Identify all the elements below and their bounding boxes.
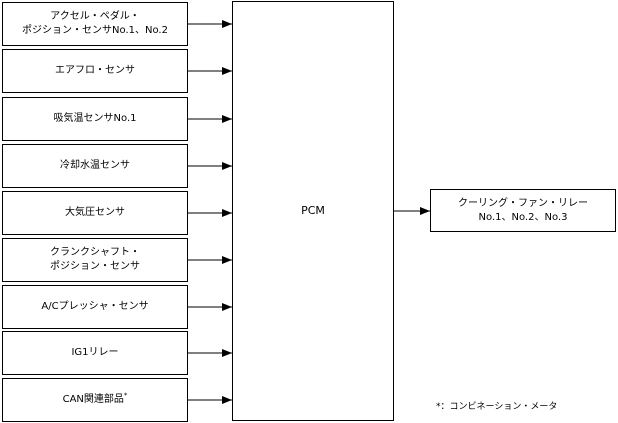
input-box-airflow-sensor: エアフロ・センサ [2,49,188,93]
pcm-box: PCM [232,1,394,421]
input-label-can-parts: CAN関連部品* [62,391,128,407]
input-label-ac-pressure-sensor: A/Cプレッシャ・センサ [41,301,149,312]
pcm-label: PCM [301,204,325,217]
can-parts-text: CAN関連部品 [62,394,124,405]
input-box-crankshaft-sensor: クランクシャフト・ ポジション・センサ [2,238,188,282]
output-box-cooling-fan-relay: クーリング・ファン・リレー No.1、No.2、No.3 [430,189,616,232]
input-label-barometric-sensor: 大気圧センサ [65,207,125,218]
output-label-cooling-fan-relay: クーリング・ファン・リレー No.1、No.2、No.3 [458,197,588,223]
can-parts-asterisk: * [123,391,128,400]
input-label-accel-pedal-sensor: アクセル・ペダル・ ポジション・センサNo.1、No.2 [22,11,168,36]
input-label-crankshaft-sensor: クランクシャフト・ ポジション・センサ [50,247,140,272]
input-label-intake-temp-sensor: 吸気温センサNo.1 [53,113,137,124]
input-label-coolant-temp-sensor: 冷却水温センサ [60,160,130,171]
input-box-coolant-temp-sensor: 冷却水温センサ [2,144,188,188]
footnote: *：コンビネーション・メータ [436,399,557,412]
footnote-text: ：コンビネーション・メータ [440,402,558,412]
input-box-accel-pedal-sensor: アクセル・ペダル・ ポジション・センサNo.1、No.2 [2,2,188,46]
input-box-can-parts: CAN関連部品* [2,378,188,422]
input-label-airflow-sensor: エアフロ・センサ [55,65,135,76]
input-box-barometric-sensor: 大気圧センサ [2,191,188,235]
input-box-intake-temp-sensor: 吸気温センサNo.1 [2,97,188,141]
input-box-ac-pressure-sensor: A/Cプレッシャ・センサ [2,285,188,329]
input-box-ig1-relay: IG1リレー [2,331,188,375]
footnote-mark: * [436,402,441,412]
input-label-ig1-relay: IG1リレー [71,347,119,358]
